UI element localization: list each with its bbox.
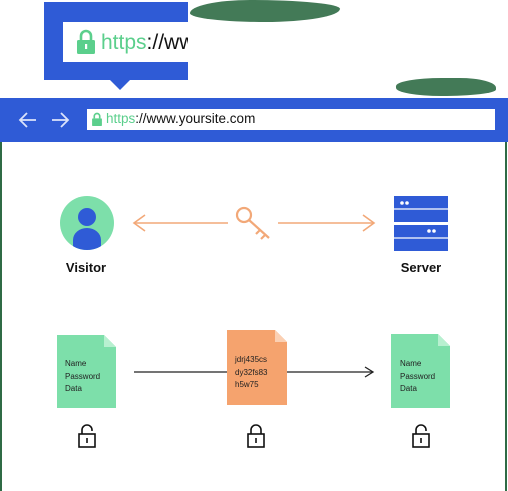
- browser-frame-edge: [505, 142, 507, 491]
- plain-document-icon: [57, 335, 116, 408]
- document-field: Password: [400, 371, 436, 381]
- key-exchange-connector: [132, 206, 376, 240]
- url-host: ://www.yoursite.com: [135, 111, 256, 126]
- document-field: Data: [400, 384, 417, 393]
- document-field: Password: [65, 371, 101, 381]
- server-label: Server: [400, 260, 442, 275]
- decrypted-document-icon: [391, 334, 450, 408]
- ciphertext-line: dy32fs83: [235, 367, 268, 377]
- url-scheme: https: [101, 31, 147, 54]
- plain-document-text: Name Password Data: [65, 358, 100, 396]
- encrypted-document-text: jdrj435cs dy32fs83 h5w75: [235, 354, 267, 392]
- document-field: Name: [400, 359, 422, 368]
- arrow-right-icon[interactable]: [47, 108, 73, 132]
- encrypted-document-icon: [227, 330, 287, 405]
- address-bar-url: https://www.yoursite.com: [106, 111, 255, 126]
- decorative-brush-stroke: [190, 0, 340, 22]
- padlock-open-icon: [78, 424, 96, 448]
- document-field: Data: [65, 384, 82, 393]
- visitor-avatar-icon: [60, 196, 114, 250]
- zoom-callout-url: https://www: [101, 31, 188, 55]
- server-icon: [394, 196, 448, 251]
- url-scheme: https: [106, 111, 136, 126]
- url-host: ://www: [146, 31, 188, 54]
- decrypted-document-text: Name Password Data: [400, 358, 435, 396]
- padlock-open-icon: [412, 424, 430, 448]
- padlock-closed-icon: [247, 424, 265, 448]
- decorative-brush-stroke: [396, 78, 496, 96]
- ciphertext-line: jdrj435cs: [235, 355, 268, 364]
- visitor-label: Visitor: [65, 260, 107, 275]
- browser-frame-edge: [0, 142, 2, 491]
- ciphertext-line: h5w75: [235, 380, 259, 389]
- zoom-callout-url-box: https://www: [63, 22, 188, 62]
- zoom-callout-pointer: [110, 80, 130, 90]
- document-field: Name: [65, 359, 87, 368]
- address-bar[interactable]: https://www.yoursite.com: [87, 109, 495, 130]
- key-icon: [235, 206, 270, 240]
- arrow-left-icon[interactable]: [16, 108, 42, 132]
- padlock-closed-icon: [77, 29, 95, 54]
- padlock-closed-icon: [92, 112, 102, 127]
